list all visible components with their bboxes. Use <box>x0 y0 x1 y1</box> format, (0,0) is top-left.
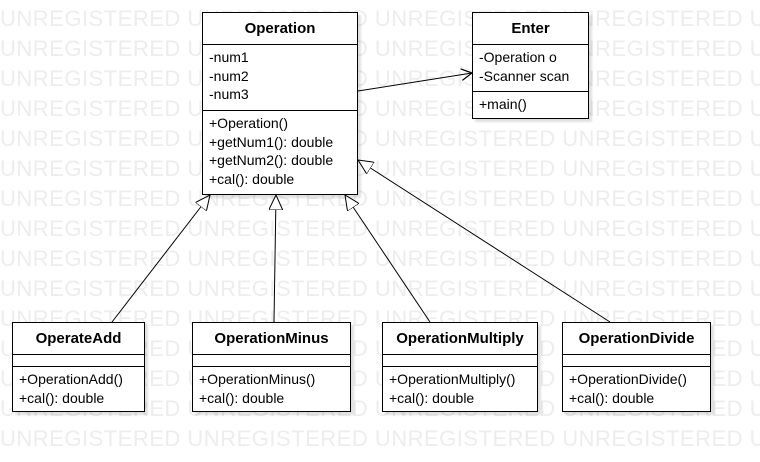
class-operation-divide[interactable]: OperationDivide +OperationDivide() +cal(… <box>562 322 711 412</box>
method: +getNum2(): double <box>209 152 334 168</box>
watermark-row: UNREGISTERED UNREGISTERED UNREGISTERED U… <box>0 276 760 301</box>
methods-section: +main() <box>473 92 588 117</box>
method: +cal(): double <box>209 170 295 187</box>
method: +cal(): double <box>569 389 655 406</box>
method: +main() <box>479 96 527 112</box>
methods-section: +OperationMinus() +cal(): double <box>193 367 350 410</box>
class-operation-multiply[interactable]: OperationMultiply +OperationMultiply() +… <box>382 322 538 412</box>
class-name: OperationMinus <box>193 323 350 355</box>
generalization-minus-operation <box>274 195 276 323</box>
class-operation[interactable]: Operation -num1 -num2 -num3 +Operation()… <box>202 12 358 195</box>
watermark-row: UNREGISTERED UNREGISTERED UNREGISTERED U… <box>0 126 760 151</box>
attribute: -num2 <box>209 67 249 84</box>
class-name: OperateAdd <box>13 323 144 355</box>
class-name: OperationDivide <box>563 323 710 355</box>
attribute: -num1 <box>209 49 249 65</box>
association-operation-enter <box>357 73 472 92</box>
method: +cal(): double <box>199 389 285 406</box>
attributes-section <box>563 355 710 367</box>
generalization-multiply-operation <box>345 195 431 323</box>
watermark-row: UNREGISTERED UNREGISTERED UNREGISTERED U… <box>0 186 760 211</box>
attributes-section <box>193 355 350 367</box>
class-name: Operation <box>203 13 357 45</box>
class-operation-minus[interactable]: OperationMinus +OperationMinus() +cal():… <box>192 322 351 412</box>
attribute: -Scanner scan <box>479 67 570 84</box>
attributes-section <box>13 355 144 367</box>
attribute: -Operation o <box>479 49 557 65</box>
attributes-section: -num1 -num2 -num3 <box>203 45 357 111</box>
method: +getNum1(): double <box>209 133 334 150</box>
watermark-row: UNREGISTERED UNREGISTERED UNREGISTERED U… <box>0 246 760 271</box>
method: +Operation() <box>209 115 288 131</box>
watermark-row: UNREGISTERED UNREGISTERED UNREGISTERED U… <box>0 426 760 451</box>
watermark-row: UNREGISTERED UNREGISTERED UNREGISTERED U… <box>0 216 760 241</box>
watermark-row: UNREGISTERED UNREGISTERED UNREGISTERED U… <box>0 156 760 181</box>
attributes-section <box>383 355 537 367</box>
generalization-divide-operation <box>358 160 611 323</box>
methods-section: +OperationMultiply() +cal(): double <box>383 367 537 410</box>
attribute: -num3 <box>209 86 249 102</box>
methods-section: +OperationAdd() +cal(): double <box>13 367 144 410</box>
class-operate-add[interactable]: OperateAdd +OperationAdd() +cal(): doubl… <box>12 322 145 412</box>
method: +OperationAdd() <box>19 371 123 387</box>
generalization-add-operation <box>111 195 210 323</box>
attributes-section: -Operation o -Scanner scan <box>473 45 588 92</box>
class-enter[interactable]: Enter -Operation o -Scanner scan +main() <box>472 12 589 119</box>
class-name: OperationMultiply <box>383 323 537 355</box>
methods-section: +OperationDivide() +cal(): double <box>563 367 710 410</box>
method: +OperationMultiply() <box>389 371 516 387</box>
method: +cal(): double <box>19 389 105 406</box>
class-name: Enter <box>473 13 588 45</box>
methods-section: +Operation() +getNum1(): double +getNum2… <box>203 111 357 191</box>
method: +OperationDivide() <box>569 371 687 387</box>
method: +OperationMinus() <box>199 371 316 387</box>
method: +cal(): double <box>389 389 475 406</box>
